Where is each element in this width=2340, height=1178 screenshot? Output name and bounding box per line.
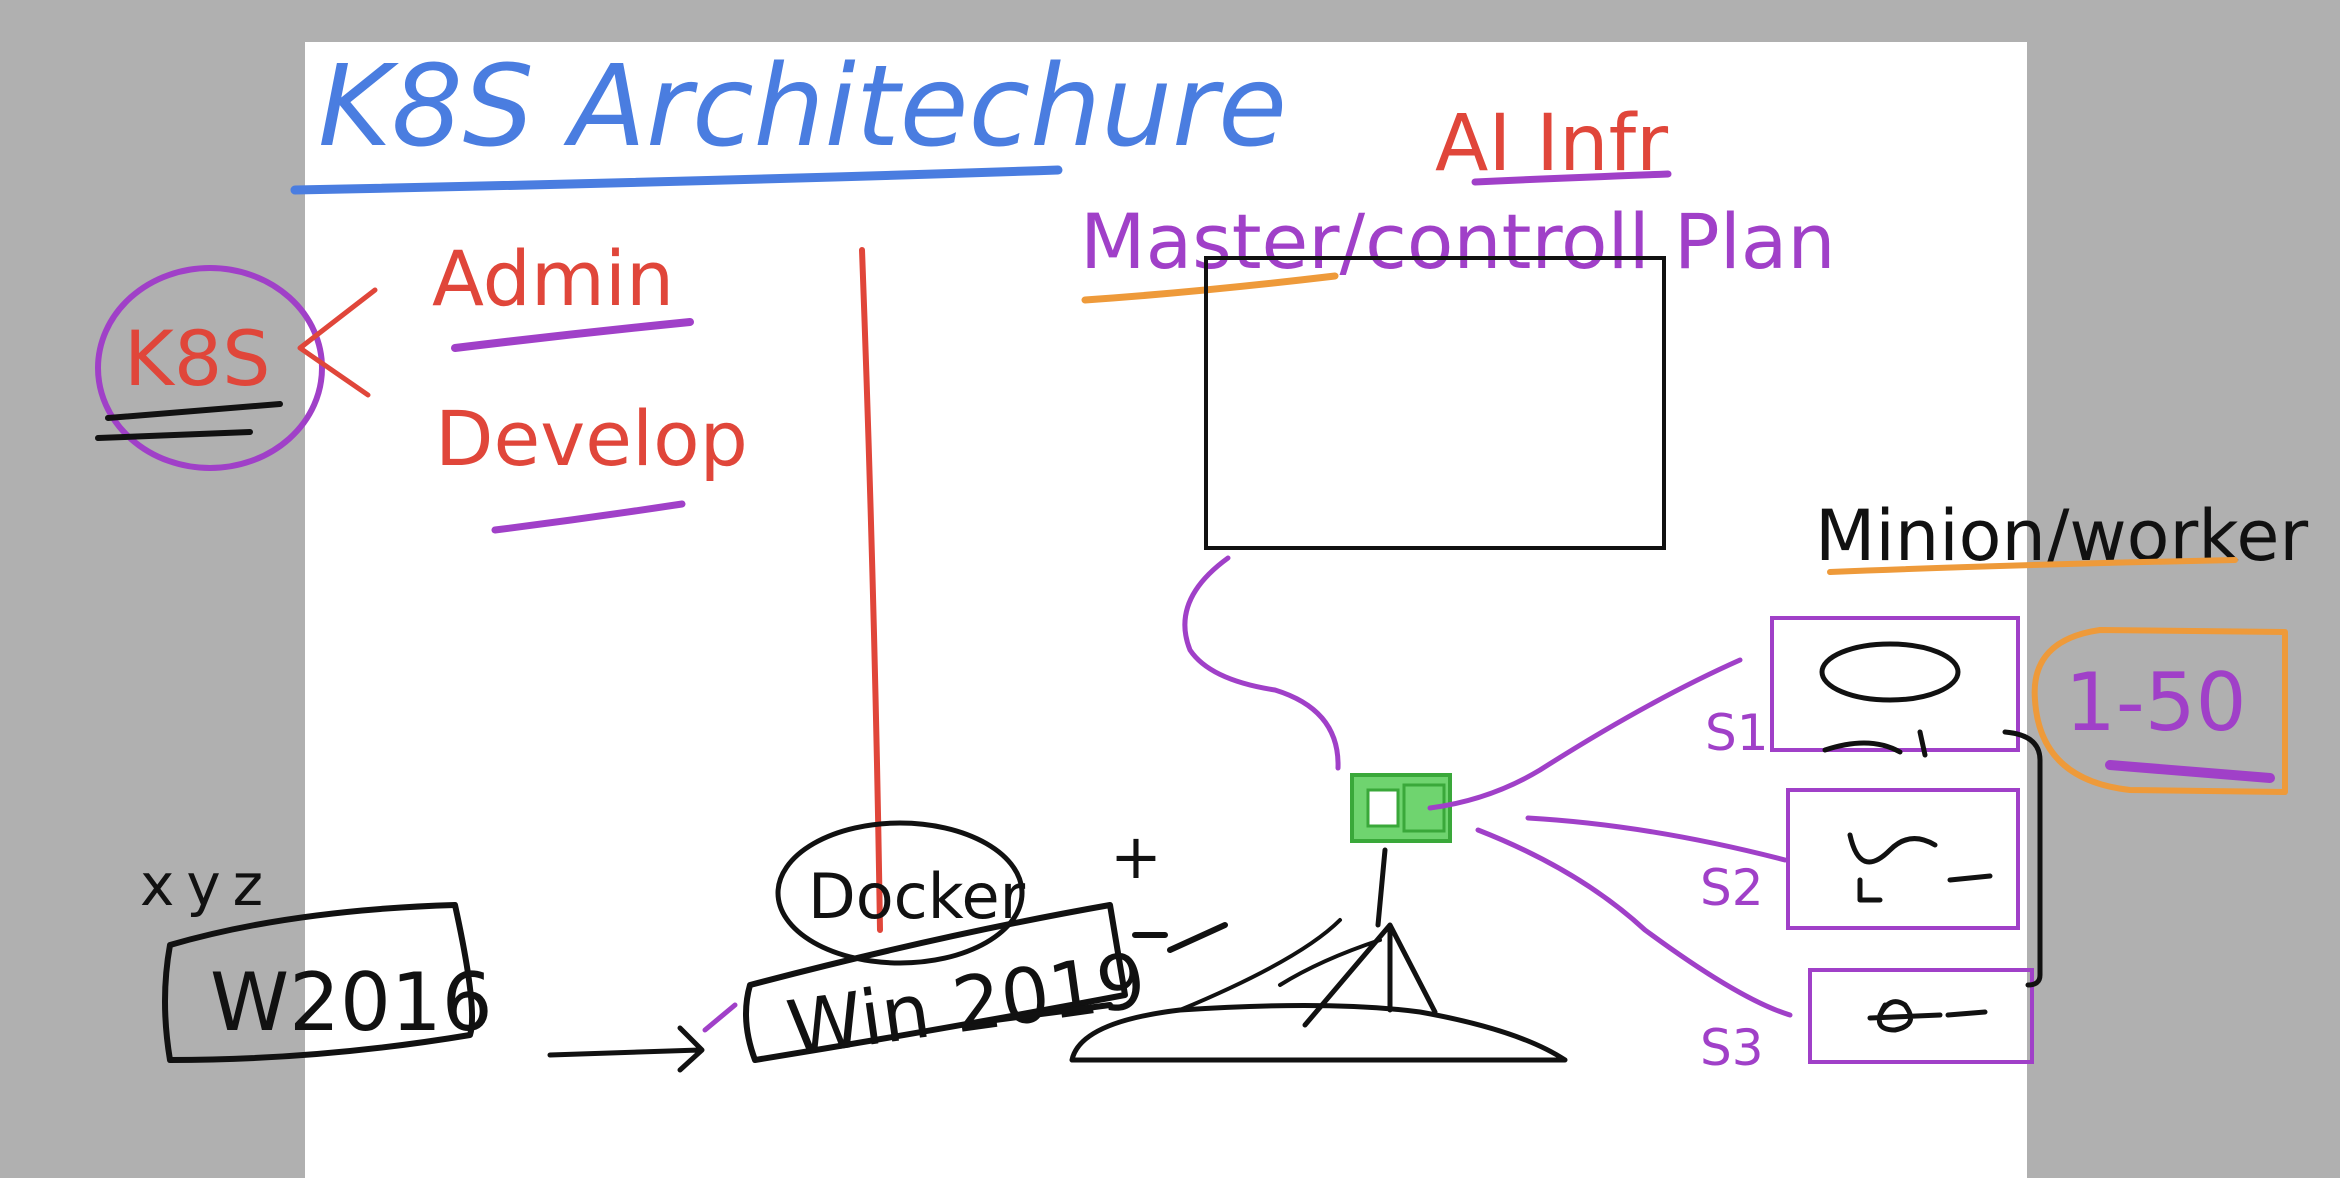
- page-title: K8S Architechure: [318, 42, 1287, 172]
- role-developer-underline: [491, 500, 686, 534]
- pod-s3-icon: [1867, 999, 1988, 1033]
- worker-box-s2[interactable]: [1786, 788, 2020, 930]
- plus-sign: +: [1110, 820, 1162, 893]
- docker-circle: [775, 820, 1025, 966]
- count-note: 1-50: [2065, 656, 2247, 749]
- workers-bracket: [2002, 729, 2043, 988]
- link-s2: [1525, 815, 1788, 863]
- k8s-badge-underline: [95, 401, 283, 441]
- link-s3: [1475, 827, 1793, 1018]
- migration-arrow-tick: [702, 1002, 738, 1033]
- pod-s1-icon: [1819, 641, 1961, 703]
- hill-peaks: [1302, 847, 1438, 1028]
- docker-label: Docker: [808, 860, 1026, 933]
- hill-base: [1069, 1002, 1568, 1063]
- ai-infra-strike: [1471, 170, 1672, 186]
- pod-s2-icon: [1847, 832, 1993, 903]
- role-developer-label: Develop: [435, 394, 748, 483]
- hill-slopes: [1178, 918, 1382, 1012]
- k8s-badge-label: K8S: [124, 314, 270, 403]
- k8s-badge-arrows: [297, 287, 378, 398]
- role-admin-underline: [451, 318, 694, 352]
- master-label: Master/controll Plan: [1080, 197, 1836, 286]
- vertical-divider: [859, 247, 883, 933]
- title-underline: [290, 165, 1063, 195]
- role-admin-label: Admin: [432, 234, 674, 323]
- node-s1-label: S1: [1705, 704, 1769, 762]
- win2019-box[interactable]: [743, 902, 1128, 1063]
- pod-s1-scribble: [1822, 729, 1928, 758]
- node-s3-label: S3: [1700, 1019, 1764, 1077]
- k8s-badge-circle: [95, 265, 325, 471]
- canvas-area: [305, 42, 2027, 1178]
- w2016-label: W2016: [210, 956, 493, 1049]
- count-underline: [2105, 760, 2275, 783]
- migration-arrow: [547, 1025, 705, 1073]
- master-box[interactable]: [1204, 256, 1666, 550]
- count-bubble: [2031, 627, 2288, 795]
- win2019-marks: [992, 922, 1228, 1023]
- link-s1: [1427, 657, 1743, 811]
- master-cable: [1182, 555, 1341, 771]
- worker-box-s3[interactable]: [1808, 968, 2034, 1064]
- node-s2-label: S2: [1700, 859, 1764, 917]
- xyz-label: xyz: [140, 851, 275, 919]
- w2016-box[interactable]: [162, 902, 476, 1063]
- minion-underline: [1827, 557, 2238, 575]
